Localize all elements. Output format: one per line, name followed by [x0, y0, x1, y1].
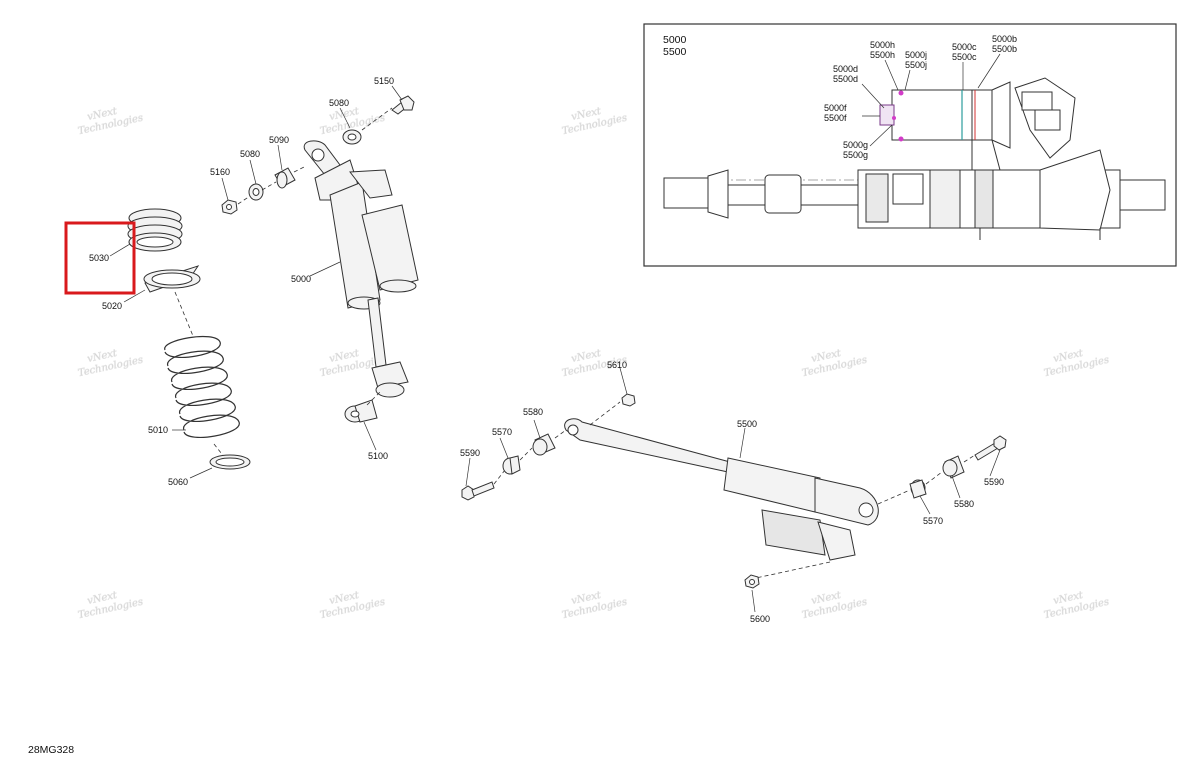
callout-5000g: 5000g	[843, 140, 868, 150]
watermark: vNext Technologies	[1043, 589, 1111, 621]
callout-5500g: 5500g	[843, 150, 868, 160]
part-5570-spacer-left[interactable]	[502, 455, 521, 475]
watermark: vNext Technologies	[1043, 347, 1111, 379]
part-5080-washer-left[interactable]	[248, 183, 264, 201]
part-5580-bushing-right[interactable]	[942, 455, 965, 479]
highlight-box-5030	[64, 221, 136, 295]
part-5010-coil-spring[interactable]	[164, 335, 240, 438]
callout-5000d: 5000d	[833, 64, 858, 74]
label-5100: 5100	[368, 451, 388, 461]
label-5570-right: 5570	[923, 516, 943, 526]
label-5160: 5160	[210, 167, 230, 177]
part-5580-bushing-left[interactable]	[532, 433, 556, 456]
part-5600-nut[interactable]	[744, 574, 760, 589]
inset-shock-section	[663, 77, 1166, 240]
inset-leader-lines	[861, 53, 1001, 147]
part-5590-bolt-left[interactable]	[461, 481, 495, 501]
label-5060: 5060	[168, 477, 188, 487]
spring-assembly	[127, 208, 251, 470]
part-5030-spring-retainer[interactable]	[127, 208, 183, 252]
label-5030: 5030	[89, 253, 109, 263]
label-5000: 5000	[291, 274, 311, 284]
label-5080-left: 5080	[240, 149, 260, 159]
part-5080-bushing-top[interactable]	[342, 129, 362, 145]
label-5590-right: 5590	[984, 477, 1004, 487]
part-5090-spacer[interactable]	[274, 167, 296, 189]
part-5590-bolt-right[interactable]	[974, 435, 1007, 461]
label-5020: 5020	[102, 301, 122, 311]
inset-detail: 5000 5500	[643, 23, 1177, 267]
watermark: vNext Technologies	[319, 589, 387, 621]
watermark: vNext Technologies	[561, 105, 629, 137]
callout-5500f: 5500f	[824, 113, 847, 123]
callout-5500b: 5500b	[992, 44, 1017, 54]
watermark: vNext Technologies	[801, 347, 869, 379]
label-5080-top: 5080	[329, 98, 349, 108]
part-5100-bushing-bottom[interactable]	[344, 399, 378, 423]
diagram-code: 28MG328	[28, 744, 75, 756]
watermark: vNext Technologies	[77, 347, 145, 379]
part-5610-nut[interactable]	[621, 393, 636, 407]
part-5570-spacer-right[interactable]	[909, 479, 927, 499]
part-5160-nut[interactable]	[221, 199, 238, 215]
watermark: vNext Technologies	[801, 589, 869, 621]
callout-5000c: 5000c	[952, 42, 977, 52]
inset-title-5500: 5500	[663, 46, 687, 58]
front-shock-assembly	[461, 393, 1007, 589]
callout-5000f: 5000f	[824, 103, 847, 113]
watermark: vNext Technologies	[561, 589, 629, 621]
callout-5500j: 5500j	[905, 60, 927, 70]
part-5020-spring-seat[interactable]	[143, 265, 201, 293]
label-5500: 5500	[737, 419, 757, 429]
callout-5000h: 5000h	[870, 40, 895, 50]
label-5570-left: 5570	[492, 427, 512, 437]
leader-lines	[109, 85, 1001, 613]
watermark: vNext Technologies	[77, 105, 145, 137]
callout-5500c: 5500c	[952, 52, 977, 62]
part-5150-bolt[interactable]	[391, 95, 415, 115]
label-5580-left: 5580	[523, 407, 543, 417]
label-5600: 5600	[750, 614, 770, 624]
part-5500-front-shock[interactable]	[564, 418, 879, 561]
rear-shock-assembly	[221, 95, 419, 423]
inset-title-5000: 5000	[663, 34, 687, 46]
label-5580-right: 5580	[954, 499, 974, 509]
callout-5500h: 5500h	[870, 50, 895, 60]
watermark: vNext Technologies	[77, 589, 145, 621]
part-labels: 5150 5080 5090 5080 5160 5030 5000 5020 …	[89, 76, 1004, 624]
callout-5500d: 5500d	[833, 74, 858, 84]
label-5010: 5010	[148, 425, 168, 435]
part-5000-rear-shock[interactable]	[303, 140, 419, 398]
label-5590-left: 5590	[460, 448, 480, 458]
label-5150: 5150	[374, 76, 394, 86]
part-5060-retaining-ring[interactable]	[209, 454, 251, 470]
callout-5000b: 5000b	[992, 34, 1017, 44]
label-5090: 5090	[269, 135, 289, 145]
label-5610: 5610	[607, 360, 627, 370]
callout-5000j: 5000j	[905, 50, 927, 60]
